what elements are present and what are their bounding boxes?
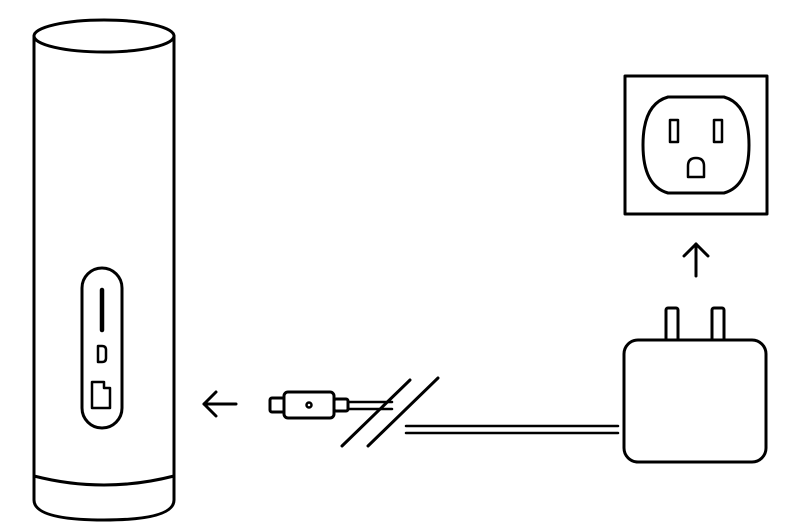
arrow-up-icon bbox=[682, 242, 710, 278]
adapter-body bbox=[622, 338, 768, 464]
usb-c-connector bbox=[268, 390, 350, 420]
usb-c-port-icon bbox=[96, 344, 108, 364]
cable-break-mark bbox=[340, 378, 412, 448]
connector-dot bbox=[305, 401, 313, 409]
cylinder-device bbox=[32, 18, 176, 522]
connector-housing bbox=[282, 390, 336, 420]
ethernet-port-icon bbox=[90, 380, 112, 410]
outlet-slot-left bbox=[668, 118, 680, 144]
outlet-receptacle bbox=[641, 95, 751, 195]
outlet-ground-hole bbox=[686, 156, 706, 179]
cylinder-top bbox=[32, 18, 176, 54]
cable-break-mark bbox=[366, 376, 440, 448]
outlet-slot-right bbox=[712, 118, 724, 144]
power-adapter bbox=[622, 306, 768, 464]
usb-c-cable bbox=[340, 376, 620, 448]
arrow-left-icon bbox=[202, 390, 238, 418]
wall-outlet bbox=[623, 74, 769, 216]
connector-strain-relief bbox=[332, 397, 350, 413]
cylinder-base-band bbox=[32, 474, 176, 487]
